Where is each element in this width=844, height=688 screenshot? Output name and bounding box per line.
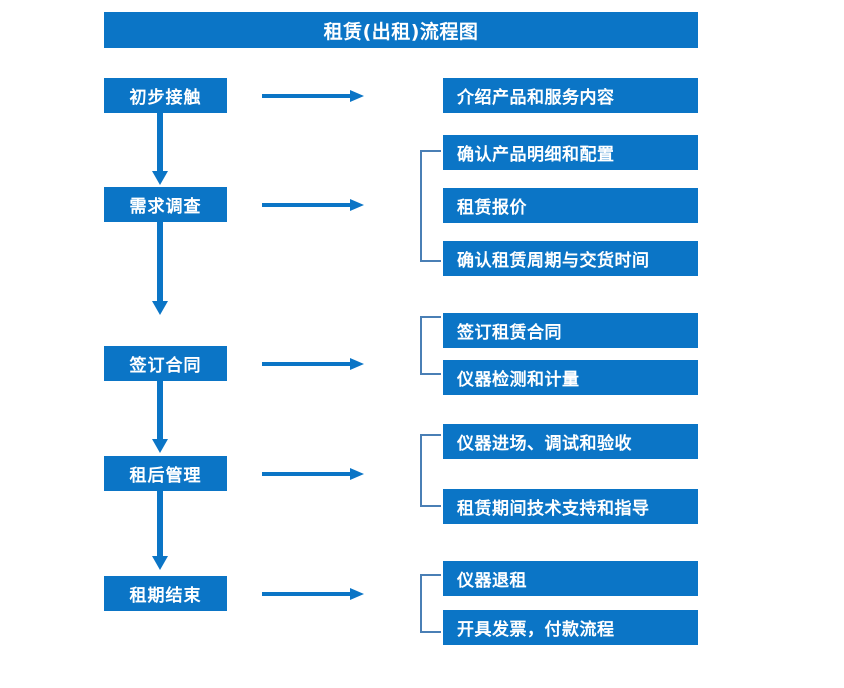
detail-box-3[interactable]: 租赁报价 xyxy=(443,188,698,223)
detail-box-8[interactable]: 租赁期间技术支持和指导 xyxy=(443,489,698,524)
bracket-group-5 xyxy=(420,574,441,633)
stage-box-3[interactable]: 签订合同 xyxy=(104,346,227,381)
arrow-down-2 xyxy=(152,222,168,315)
detail-box-7[interactable]: 仪器进场、调试和验收 xyxy=(443,424,698,459)
detail-box-5[interactable]: 签订租赁合同 xyxy=(443,313,698,348)
arrow-right-4 xyxy=(262,466,364,480)
bracket-group-2 xyxy=(420,150,441,262)
detail-box-1[interactable]: 介绍产品和服务内容 xyxy=(443,78,698,113)
arrow-right-1 xyxy=(262,88,364,102)
arrow-right-5 xyxy=(262,586,364,600)
arrow-right-2 xyxy=(262,197,364,211)
stage-box-5[interactable]: 租期结束 xyxy=(104,576,227,611)
detail-box-9[interactable]: 仪器退租 xyxy=(443,561,698,596)
page-title: 租赁(出租)流程图 xyxy=(104,12,698,48)
stage-box-1[interactable]: 初步接触 xyxy=(104,78,227,113)
bracket-group-4 xyxy=(420,434,441,507)
arrow-down-3 xyxy=(152,381,168,453)
detail-box-4[interactable]: 确认租赁周期与交货时间 xyxy=(443,241,698,276)
stage-box-2[interactable]: 需求调查 xyxy=(104,187,227,222)
stage-box-4[interactable]: 租后管理 xyxy=(104,456,227,491)
detail-box-10[interactable]: 开具发票，付款流程 xyxy=(443,610,698,645)
detail-box-2[interactable]: 确认产品明细和配置 xyxy=(443,135,698,170)
arrow-down-4 xyxy=(152,491,168,570)
bracket-group-3 xyxy=(420,316,441,375)
detail-box-6[interactable]: 仪器检测和计量 xyxy=(443,360,698,395)
arrow-right-3 xyxy=(262,356,364,370)
arrow-down-1 xyxy=(152,112,168,185)
